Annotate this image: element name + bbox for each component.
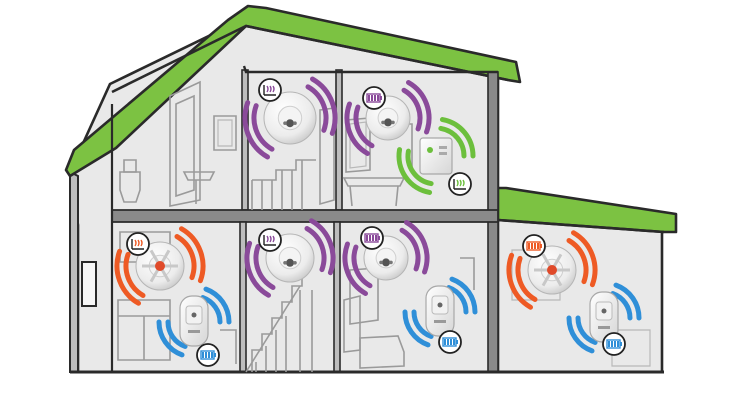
signal-wave [406, 79, 432, 135]
smoke-alarm-alarm-bathroom [344, 79, 432, 157]
signal-wave [165, 319, 188, 349]
signal-wave [566, 238, 589, 285]
heat-icon [258, 228, 282, 252]
heat-icon [126, 232, 150, 256]
wall-unit-hub-bathroom [396, 117, 476, 196]
signal-wave [404, 219, 430, 275]
plug-in-unit-plug-living [402, 276, 478, 354]
signal-wave [438, 125, 467, 159]
signal-wave [200, 295, 223, 325]
signal-wave [449, 276, 478, 315]
signal-wave [515, 255, 538, 302]
signal-wave [344, 101, 370, 157]
signal-wave [251, 103, 275, 152]
battery-icon [362, 86, 386, 110]
smoke-alarm-alarm-hall [244, 218, 336, 298]
heat-alarm-alarm-kitchen [114, 226, 206, 306]
signal-wave [351, 244, 373, 289]
signal-wave [396, 147, 433, 195]
signal-wave [242, 100, 270, 160]
signal-wave [179, 226, 206, 284]
signal-wave [123, 251, 146, 298]
battery-icon [522, 234, 546, 258]
signal-wave [174, 234, 197, 281]
signal-wave [571, 230, 598, 288]
bathroom-right-furniture [342, 117, 413, 207]
battery-icon [360, 226, 384, 250]
roof-main [64, 4, 522, 178]
signal-wave [613, 282, 642, 321]
signal-wave [203, 286, 232, 325]
signal-wave [309, 218, 336, 276]
small-window [81, 261, 97, 307]
signal-wave [304, 226, 327, 273]
bathroom-left-furniture [119, 80, 237, 207]
roof-trim [111, 24, 509, 94]
signal-wave [575, 315, 598, 345]
battery-icon [438, 330, 462, 354]
signal-wave [411, 309, 434, 339]
signal-wave [439, 117, 476, 159]
smoke-alarm-alarm-living [342, 219, 430, 297]
signal-wave [446, 285, 469, 315]
signal-wave [401, 87, 423, 132]
signal-wave [566, 315, 595, 354]
signal-wave [506, 252, 533, 310]
battery-icon [602, 332, 626, 356]
signal-wave [114, 248, 141, 306]
wall-unit-body [419, 137, 453, 175]
plug-in-unit-plug-garage [566, 282, 642, 356]
heat-icon [448, 172, 472, 196]
smoke-alarm-alarm-bedroom-1 [242, 76, 338, 160]
signal-wave [353, 104, 375, 149]
heat-icon [258, 78, 282, 102]
plug-in-unit-plug-kitchen [156, 286, 232, 367]
signal-wave [253, 243, 276, 290]
battery-icon [196, 343, 220, 367]
signal-wave [156, 319, 185, 358]
garage-ceiling [497, 218, 665, 234]
signal-wave [305, 84, 329, 133]
heat-alarm-alarm-garage [506, 230, 598, 310]
staircase-lines [245, 270, 313, 373]
signal-wave [310, 76, 338, 136]
signal-wave [342, 241, 368, 297]
signal-wave [399, 227, 421, 272]
signal-wave [244, 240, 271, 298]
ceiling-slab [242, 65, 498, 74]
signal-wave [610, 291, 633, 321]
landing-furniture [251, 107, 335, 210]
signal-wave [405, 148, 434, 187]
signal-wave [402, 309, 431, 348]
